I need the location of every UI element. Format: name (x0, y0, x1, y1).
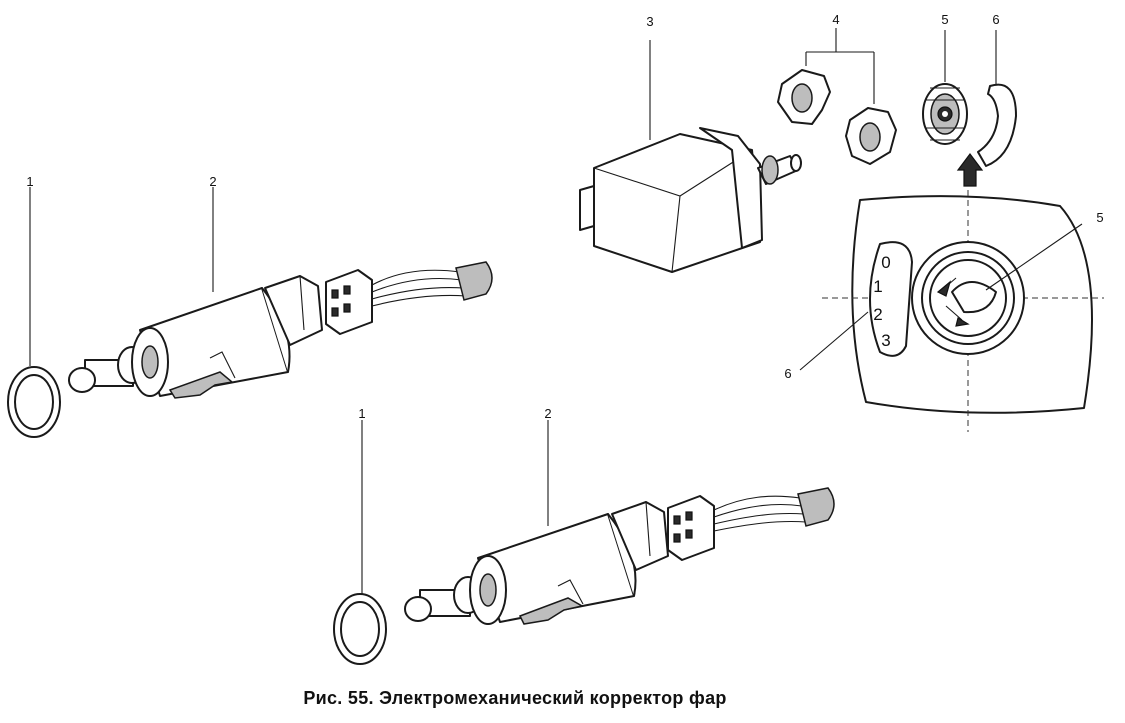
callout-nuts: 4 (832, 12, 839, 27)
callout-seal-ring-left: 1 (26, 174, 33, 189)
knob-5 (922, 30, 968, 145)
plug-and-harness-left (325, 261, 493, 335)
figure-caption: Рис. 55. Электромеханический корректор ф… (303, 688, 727, 708)
callout-knob: 5 (941, 12, 948, 27)
actuator-body-left (131, 275, 323, 399)
scale-plate-6 (977, 30, 1017, 167)
scale-mark-2: 2 (873, 305, 882, 324)
switch-body-3 (579, 40, 802, 273)
callout-scale-plate: 6 (992, 12, 999, 27)
callout-actuator-bottom: 2 (544, 406, 551, 421)
callout-actuator-left: 2 (209, 174, 216, 189)
callout-seal-ring-bottom: 1 (358, 406, 365, 421)
scale-mark-3: 3 (881, 331, 890, 350)
callout-scale-inset: 6 (784, 366, 791, 381)
callout-switch-body: 3 (646, 14, 653, 29)
seal-ring-1-bottom (333, 593, 387, 665)
nuts-4 (777, 28, 897, 165)
scale-mark-1: 1 (873, 277, 882, 296)
actuator-body-bottom (469, 501, 669, 625)
plug-and-harness-bottom (667, 487, 835, 561)
actuator-assembly-left (7, 187, 493, 438)
dashboard-inset (799, 190, 1104, 432)
callout-knob-inset: 5 (1096, 210, 1103, 225)
assembly-arrow (956, 153, 984, 187)
actuator-assembly-bottom (333, 420, 835, 665)
scale-mark-0: 0 (881, 253, 890, 272)
seal-ring-1-left (7, 366, 61, 438)
